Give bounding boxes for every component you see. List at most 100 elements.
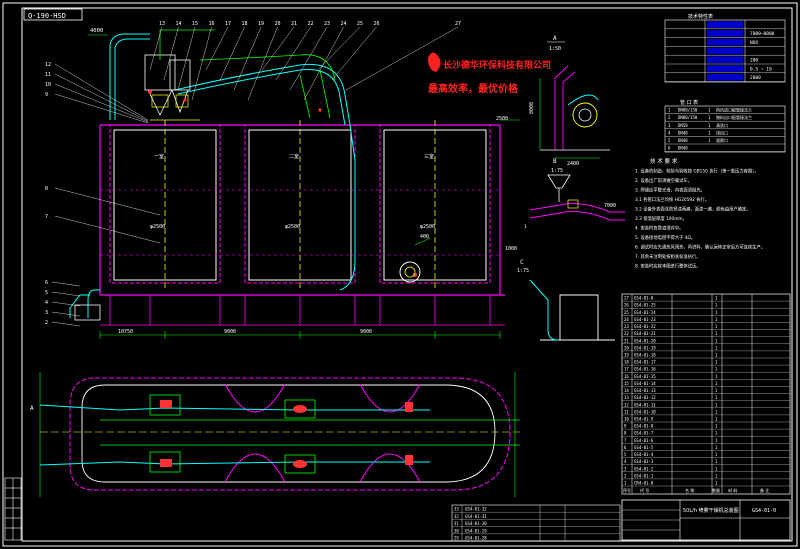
note-line: 6. 调试时应先通热风预热，再进料，确认运转正常后方可连续生产。 <box>635 244 765 251</box>
plan-section-mark: A <box>30 405 34 412</box>
callout-number: 13 <box>159 21 165 27</box>
detail-a-scale: 1:50 <box>549 46 561 52</box>
nozzle-row-qty: 1 <box>708 130 711 135</box>
dim-chamber-3: φ2500 <box>420 224 435 230</box>
parts-footer-cell: 代 号 <box>640 487 649 493</box>
callout-10: 10 <box>45 82 149 123</box>
callout-9: 9 <box>45 92 149 124</box>
parts-footer-cell: 备 注 <box>760 487 769 493</box>
parts-row-code: GS4-01-2 <box>634 466 654 471</box>
parts-row-qty: 1 <box>715 324 718 329</box>
parts-row-code: GS4-01-3 <box>634 459 654 464</box>
callout-7: 7 <box>45 214 161 244</box>
parts-row-no: 15 <box>624 381 629 386</box>
parts-row-no: 26 <box>624 303 629 308</box>
callouts-left: 87 <box>45 186 161 244</box>
dim-detail-a-w: 2400 <box>567 161 579 167</box>
callout-number: 17 <box>225 21 231 27</box>
parts-row-no: 1 <box>624 481 627 486</box>
spec-row-value: 200 <box>750 58 758 64</box>
parts-row-no: 16 <box>624 374 629 379</box>
parts-row-code: CR4-01-0 <box>634 481 654 486</box>
technical-notes: 技 术 要 求1. 设备的制造、检验与验收按 GB150 执行（第一类压力容器）… <box>635 157 765 270</box>
parts-row-code: GS4-01-14 <box>634 381 656 386</box>
nozzle-row-desc: 清洗口 <box>716 122 728 128</box>
parts-row-no: 2 <box>624 473 627 478</box>
parts-row-code: GS4-01-0 <box>634 296 654 301</box>
parts-row-code: GS4-01-5 <box>634 445 654 450</box>
chamber-label-3: 三室 <box>424 153 434 160</box>
parts-row-qty: 1 <box>715 438 718 443</box>
spec-row-value: 2000 <box>750 75 761 81</box>
callout-number: 12 <box>45 62 51 68</box>
bottom-row-no: 31 <box>454 521 459 526</box>
parts-row-code: GS4-01-24 <box>634 310 656 315</box>
parts-row-no: 25 <box>624 310 629 315</box>
parts-row-no: 17 <box>624 367 629 372</box>
title-block-code: GS4-01-0 <box>752 508 776 514</box>
code-box <box>23 8 83 21</box>
note-line: 3.3 保温层厚度 100mm。 <box>635 215 687 222</box>
callout-number: 11 <box>45 72 51 78</box>
callout-15: 15 <box>177 21 198 91</box>
title-block: 50L/h 喷雾干燥机总装图 GS4-01-0 <box>621 499 791 541</box>
parts-row-qty: 1 <box>715 381 718 386</box>
parts-row-code: GS4-01-11 <box>634 402 656 407</box>
parts-row-qty: 1 <box>715 417 718 422</box>
parts-row-qty: 1 <box>715 459 718 464</box>
callout-25: 25 <box>317 21 363 71</box>
parts-row-code: GS4-01-7 <box>634 431 654 436</box>
callout-number: 26 <box>374 21 380 27</box>
nozzle-row-no: 5 <box>668 138 671 143</box>
nozzle-row-desc: 排风口 <box>716 129 728 135</box>
chamber-label-1: 一室 <box>154 153 164 160</box>
callout-18: 18 <box>219 21 248 81</box>
callout-number: 6 <box>45 280 48 286</box>
parts-row-qty: 1 <box>715 466 718 471</box>
parts-row-qty: 1 <box>715 481 718 486</box>
parts-row-no: 20 <box>624 345 629 350</box>
left-margin-stamps <box>4 477 22 541</box>
nozzle-row-qty: 1 <box>708 115 711 120</box>
parts-row-code: GS4-01-13 <box>634 388 656 393</box>
nozzle-row-size: DN80/150 <box>678 108 698 113</box>
parts-footer-cell: 名 称 <box>685 487 694 493</box>
callout-number: 5 <box>45 290 48 296</box>
parts-row-code: GS4-01-16 <box>634 367 656 372</box>
spec-table-header: 技术特性表 <box>688 13 713 20</box>
parts-row-code: GS4-01-20 <box>634 338 656 343</box>
nozzle-row-qty: 1 <box>708 138 711 143</box>
parts-row-qty: 1 <box>715 331 718 336</box>
callout-12: 12 <box>45 62 149 121</box>
dim-chamber-2: φ2500 <box>285 224 300 230</box>
bottom-row-code: GS4-01-30 <box>465 521 487 526</box>
parts-row-qty: 1 <box>715 338 718 343</box>
callout-number: 27 <box>455 21 461 27</box>
nozzle-row-no: 3 <box>668 123 671 128</box>
nozzle-row-qty: 1 <box>708 108 711 113</box>
nozzle-row-size: DN40 <box>678 130 688 135</box>
parts-row-no: 27 <box>624 296 629 301</box>
parts-row-qty: 1 <box>715 317 718 322</box>
callout-number: 20 <box>275 21 281 27</box>
elevation-dimensions: 4000 2500 10750 9000 9000 φ2500 φ2500 φ2… <box>88 28 520 339</box>
bottom-row-no: 29 <box>454 536 459 541</box>
parts-row-qty: 1 <box>715 402 718 407</box>
callout-number: 3 <box>45 310 48 316</box>
parts-row-qty: 1 <box>715 310 718 315</box>
bottom-row-no: 32 <box>454 514 459 519</box>
detail-c-scale: 1:75 <box>517 268 529 274</box>
detail-b: B 1:75 7000 1 <box>524 158 625 230</box>
note-line: 4. 安装时各管道须对中。 <box>635 225 683 232</box>
parts-row-qty: 1 <box>715 360 718 365</box>
parts-row-qty: 1 <box>715 424 718 429</box>
callout-8: 8 <box>45 186 161 216</box>
parts-row-qty: 1 <box>715 431 718 436</box>
parts-row-no: 24 <box>624 317 629 322</box>
parts-footer-cell: 材 料 <box>728 487 737 493</box>
dim-detail-a-h: 8000 <box>529 102 535 114</box>
parts-row-code: GS4-01-9 <box>634 417 654 422</box>
parts-row-no: 7 <box>624 438 627 443</box>
nozzle-row-size: DN80/150 <box>678 115 698 120</box>
